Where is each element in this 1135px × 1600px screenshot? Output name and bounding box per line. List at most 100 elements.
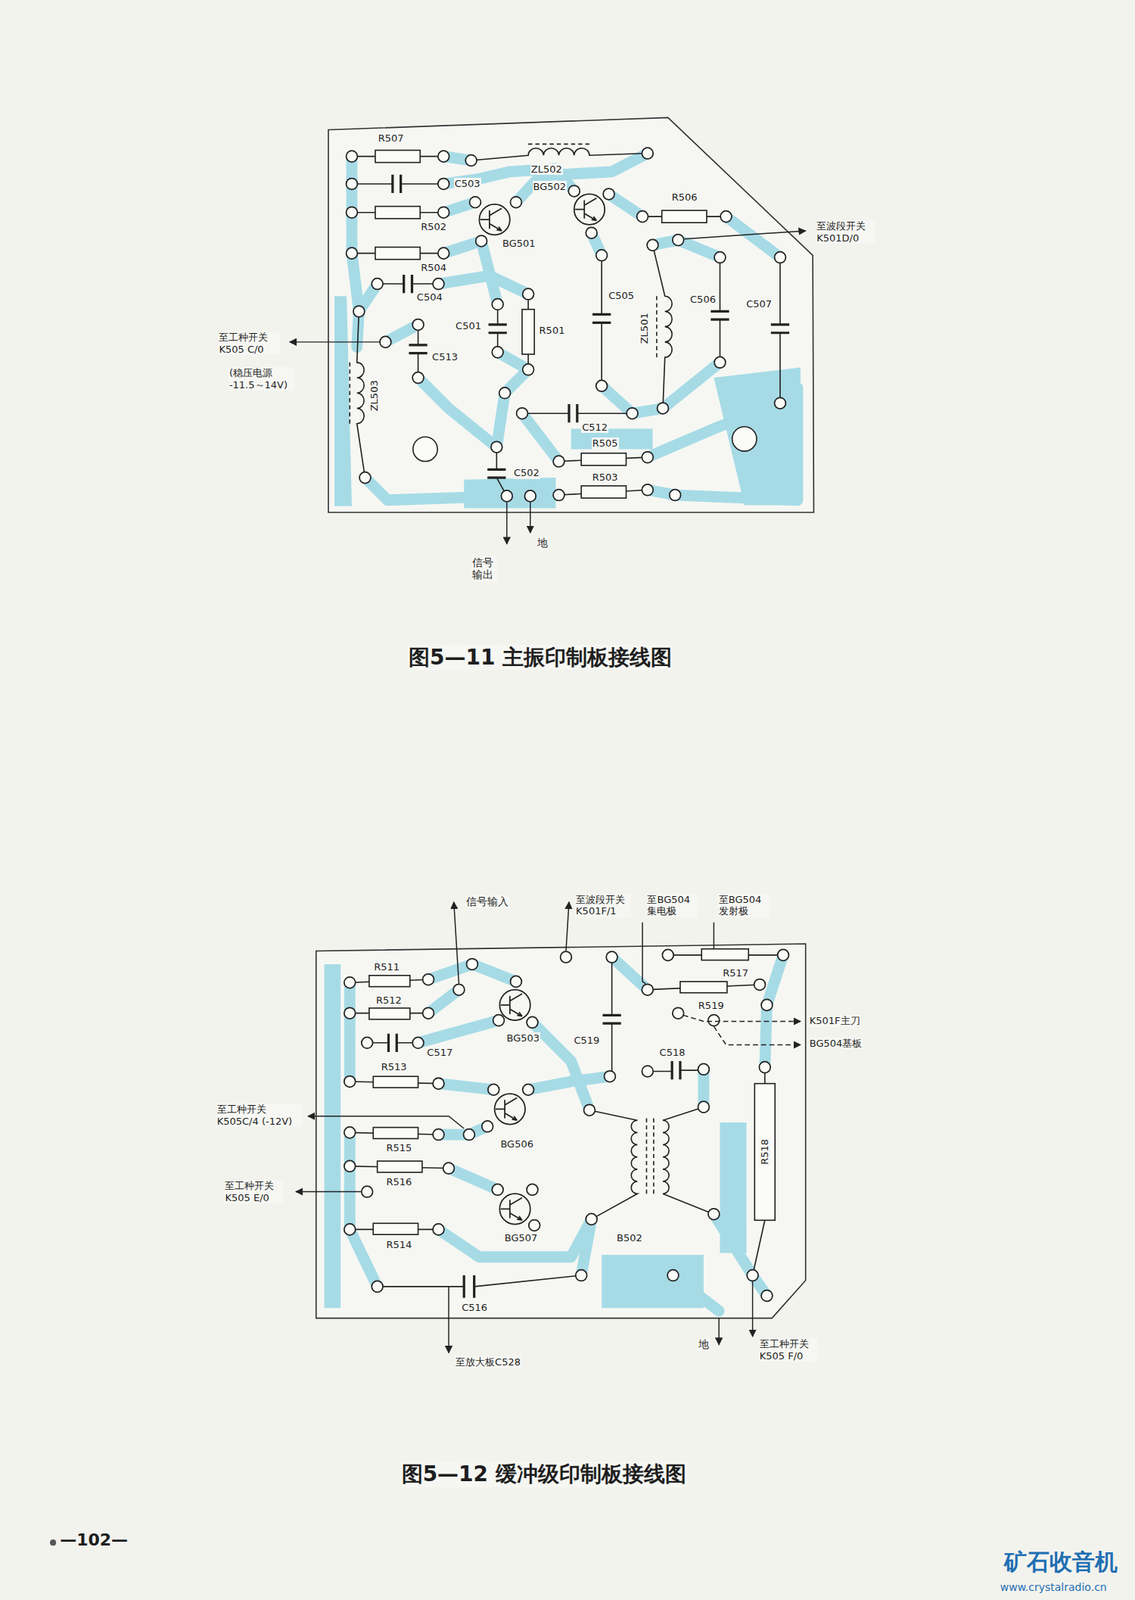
part-label: B502	[615, 1231, 644, 1244]
solder-pad	[761, 998, 773, 1011]
solder-pad	[371, 278, 383, 290]
copper-trace	[653, 239, 721, 258]
signal-note: (稳压电源 -11.5～14V)	[228, 366, 294, 391]
solder-pad	[475, 235, 488, 247]
copper-trace	[349, 1131, 377, 1287]
part-label: BG506	[499, 1138, 535, 1151]
mounting-hole	[413, 436, 438, 461]
resistor-symbol	[351, 150, 727, 499]
capacitor-symbol	[366, 1041, 418, 1044]
copper-area	[334, 295, 352, 507]
copper-trace	[438, 275, 529, 294]
dashed-leader	[683, 1014, 801, 1045]
part-label: R502	[419, 220, 448, 234]
inductor-symbol	[653, 245, 673, 409]
capacitor-symbol	[569, 404, 578, 423]
solder-pad	[626, 407, 638, 420]
solder-pad	[672, 1007, 685, 1019]
signal-note: 至工种开关 K505 E/0	[223, 1179, 283, 1204]
solder-pad	[353, 305, 365, 318]
solder-pad	[344, 1159, 356, 1172]
solder-pad	[438, 150, 450, 162]
part-label: R503	[591, 471, 619, 484]
solder-pad	[359, 472, 371, 484]
signal-note: BG504基板	[808, 1037, 864, 1050]
part-label: R517	[721, 967, 750, 980]
signal-note: 至BG504 发射极	[718, 893, 770, 918]
solder-pad	[481, 1120, 494, 1132]
solder-pad	[346, 178, 358, 190]
capacitor-symbol	[408, 345, 427, 354]
capacitor-symbol	[487, 469, 506, 478]
solder-pad	[371, 1280, 383, 1292]
solder-pad	[698, 1063, 710, 1075]
part-label: R515	[385, 1141, 413, 1154]
solder-pad	[669, 489, 681, 501]
solder-pad	[432, 1077, 445, 1089]
solder-pad	[443, 1162, 455, 1174]
signal-note: K501F主刀	[808, 1014, 862, 1027]
capacitor-symbol	[392, 174, 402, 193]
solder-pad	[641, 484, 654, 496]
signal-note: 至放大板C528	[454, 1355, 522, 1369]
solder-pad	[641, 1065, 654, 1077]
resistor-symbol	[701, 948, 749, 961]
resistor-symbol	[373, 1127, 418, 1139]
signal-note: 地	[536, 536, 549, 550]
signal-note: 至工种开关 K505 C/0	[217, 331, 280, 355]
copper-area	[324, 963, 747, 1308]
transistor-symbol	[499, 989, 530, 1020]
copper-trace	[647, 403, 781, 458]
solder-pad	[510, 196, 523, 209]
signal-note: 地	[697, 1337, 710, 1351]
figure-caption: 图5—12 缓冲级印制板接线图	[401, 1461, 688, 1487]
capacitor-symbol	[377, 282, 439, 285]
capacitor-symbol	[710, 310, 729, 320]
resistor-symbol	[581, 453, 626, 466]
part-label: R504	[419, 261, 448, 274]
leader-arrow	[565, 901, 570, 952]
part-label: R519	[697, 999, 725, 1012]
solder-pad	[641, 983, 654, 996]
solder-pad	[708, 1208, 720, 1220]
leader-arrow	[289, 341, 380, 343]
solder-pad	[708, 1014, 720, 1027]
page-dot	[49, 1539, 56, 1546]
inductor-symbol	[348, 362, 351, 424]
copper-trace	[601, 362, 720, 414]
transistor-symbol	[499, 1193, 530, 1224]
copper-trace	[672, 1274, 719, 1311]
solder-pad	[777, 948, 790, 961]
part-label: C503	[454, 177, 482, 190]
signal-note: 至工种开关 K505C/4 (-12V)	[216, 1103, 303, 1127]
copper-trace	[448, 1168, 498, 1190]
solder-pad	[560, 951, 573, 963]
copper-trace	[581, 1218, 591, 1275]
solder-pad	[746, 1269, 759, 1282]
solder-pad	[522, 1083, 535, 1095]
leader-arrow	[295, 1190, 361, 1192]
board-outline	[316, 943, 806, 1319]
part-label: C505	[607, 289, 635, 302]
leader-arrow	[684, 230, 806, 240]
solder-pad	[596, 379, 608, 392]
capacitor-symbol	[404, 274, 413, 293]
solder-pad	[432, 278, 445, 290]
part-label: C501	[454, 320, 482, 333]
leader-arrow	[295, 901, 753, 1353]
capacitor-symbol	[388, 1033, 397, 1052]
part-label: C506	[689, 293, 717, 306]
capacitor-symbol	[488, 324, 507, 333]
resistor-symbol	[581, 485, 626, 498]
part-label: R513	[380, 1060, 408, 1073]
solder-pad	[553, 489, 565, 501]
solder-pad	[761, 1290, 773, 1302]
resistor-symbol	[351, 156, 727, 495]
solder-pad	[526, 1016, 538, 1028]
solder-pad	[453, 983, 465, 996]
solder-pad	[412, 319, 424, 331]
solder-pad	[465, 155, 477, 167]
copper-trace	[344, 982, 356, 1082]
solder-pad	[466, 958, 479, 971]
capacitor-symbol	[647, 1069, 704, 1071]
